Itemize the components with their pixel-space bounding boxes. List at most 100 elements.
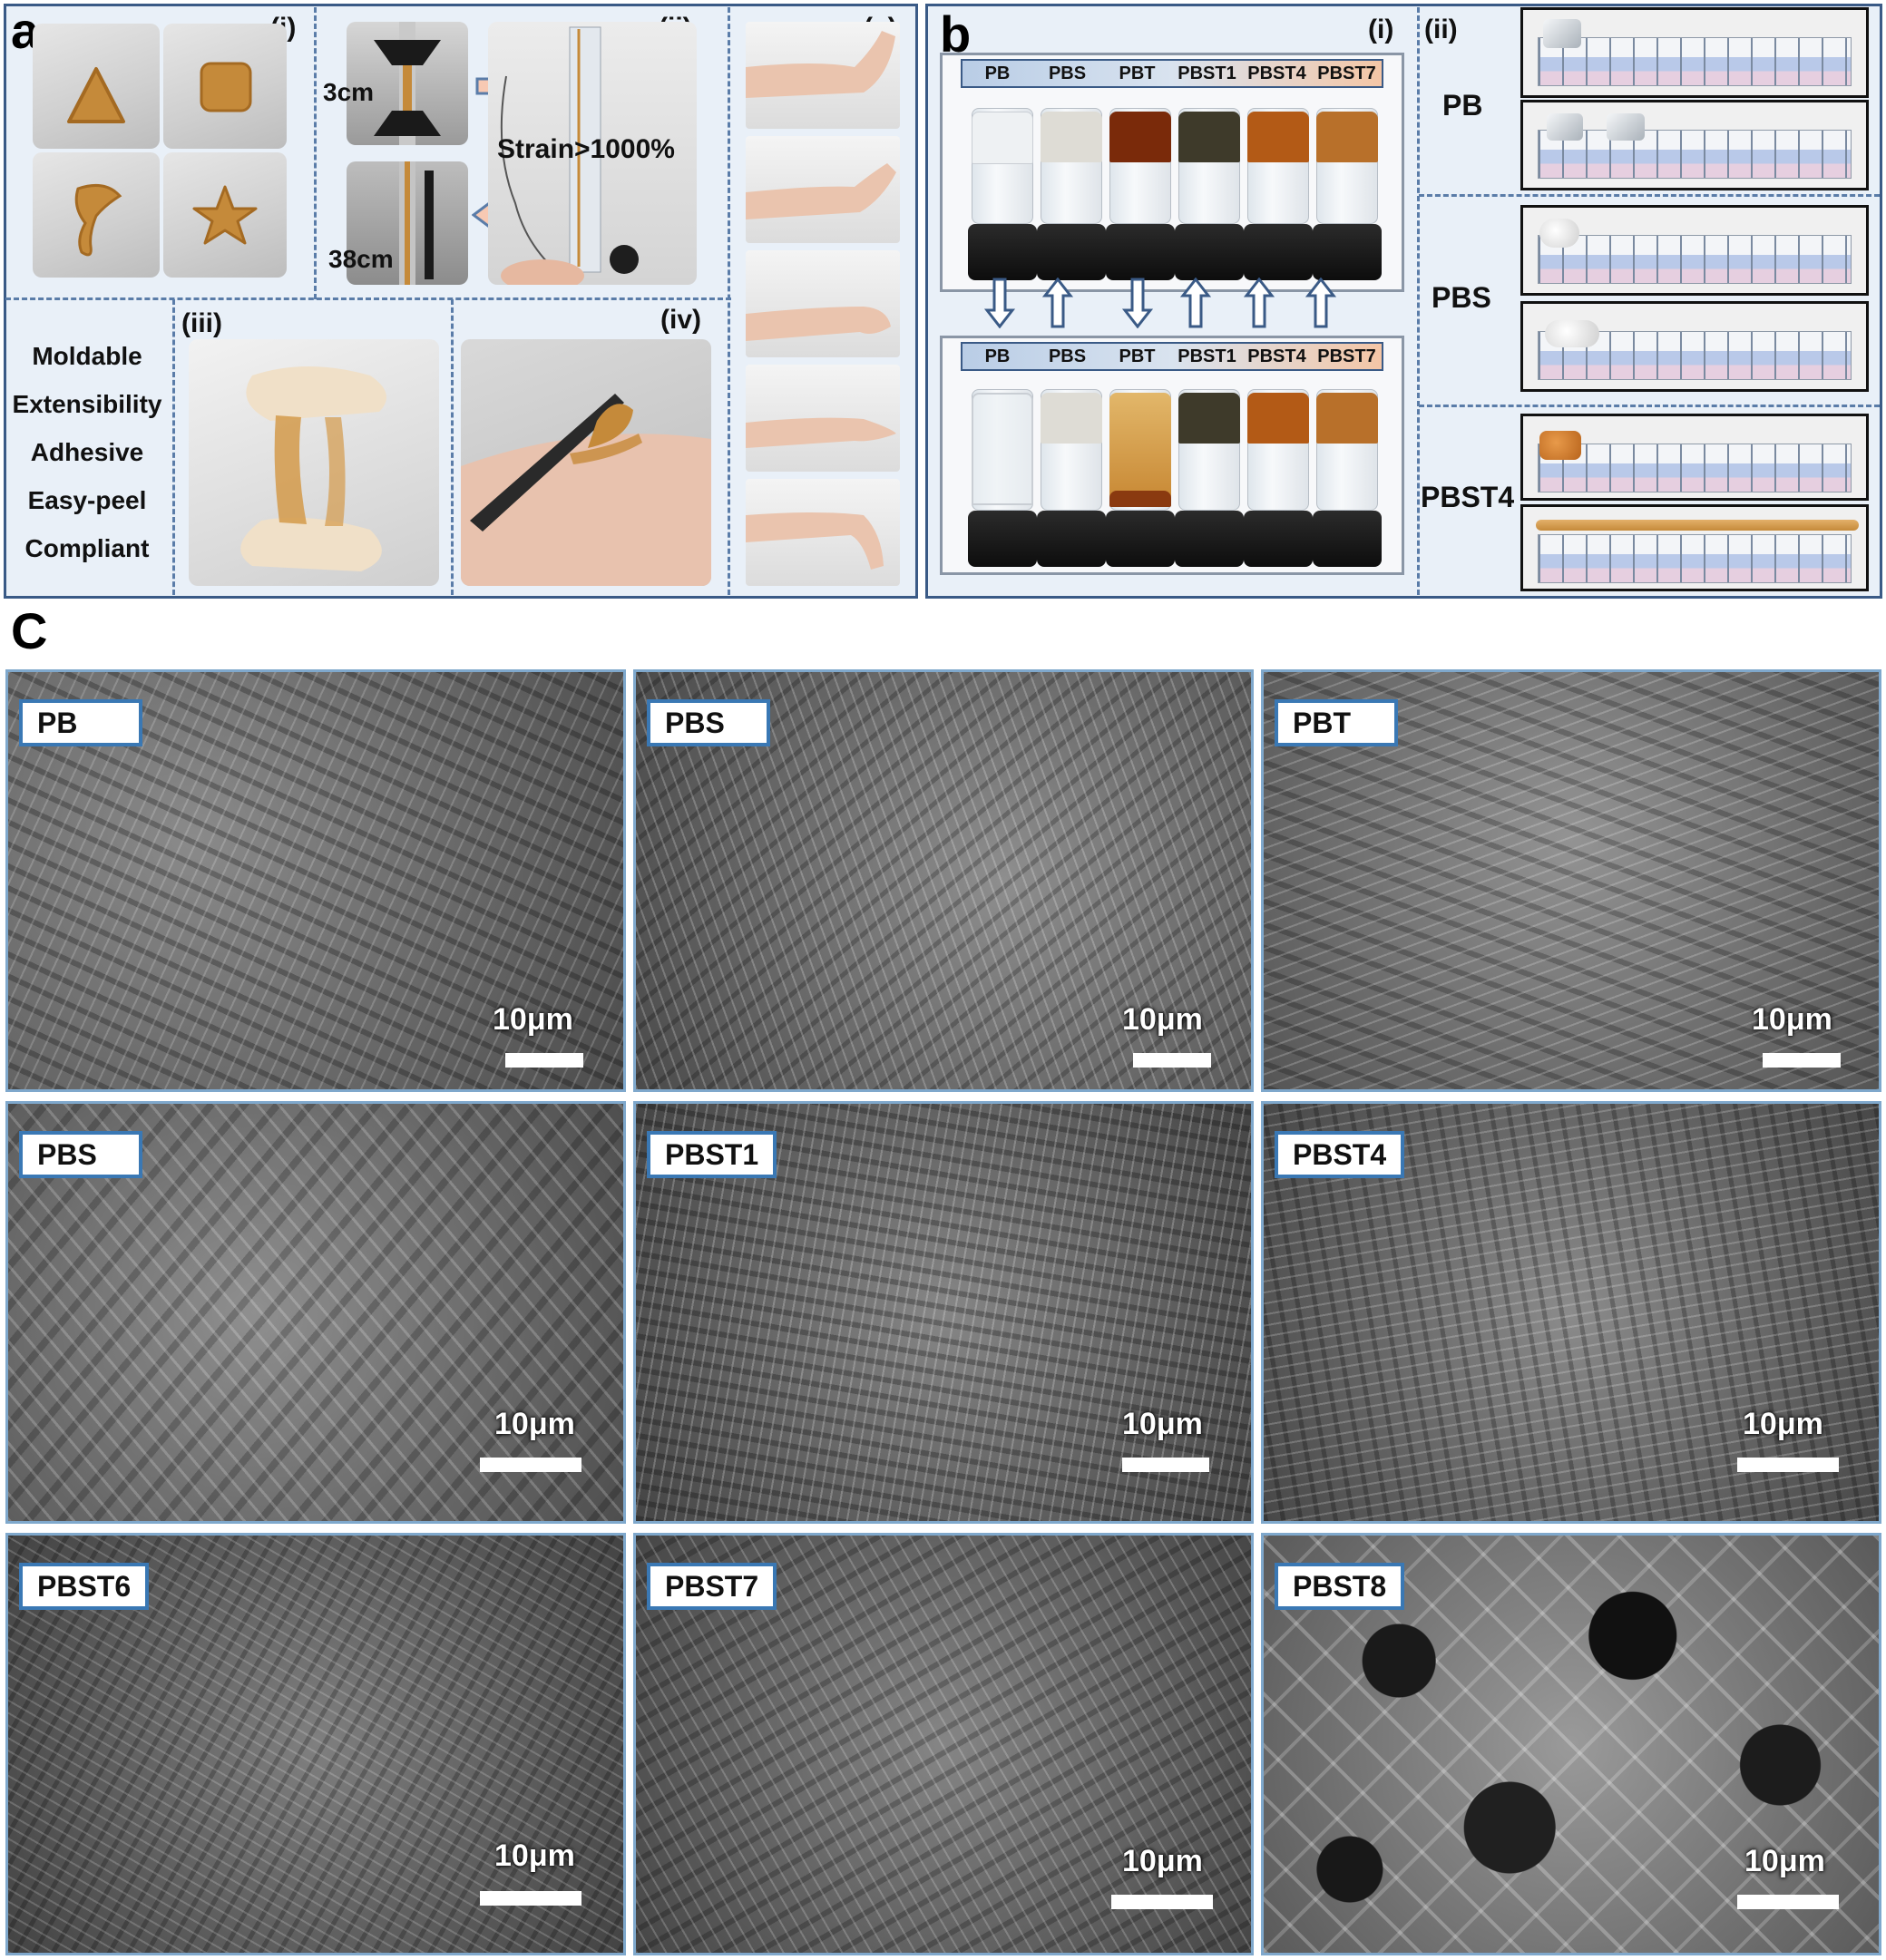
sem-tag: PBST1: [647, 1131, 777, 1178]
arrow-down-icon: [1121, 278, 1154, 328]
wrist-photo-4: [746, 365, 900, 472]
sem-tag: PBS: [19, 1131, 142, 1178]
ruler-pb-before: [1520, 7, 1869, 98]
white-gel: [1539, 219, 1579, 248]
vial-set-after: PB PBS PBT PBST1 PBST4 PBST7: [940, 336, 1404, 575]
vial-pbs: [1037, 108, 1106, 280]
sem-tag: PBST8: [1275, 1563, 1405, 1610]
arrow-up-icon: [1179, 278, 1212, 328]
vial-pbst7: [1313, 108, 1382, 280]
sem-tag: PBST4: [1275, 1131, 1405, 1178]
scale-bar-label: 10μm: [1122, 1844, 1203, 1878]
scale-bar: [1737, 1895, 1839, 1909]
scale-bar-label: 10μm: [1743, 1407, 1823, 1441]
glove-adhesion-photo: [189, 339, 439, 586]
vial-pbst4-inverted: [1244, 389, 1313, 567]
vial-pb-inverted: [968, 389, 1037, 567]
flip-arrows: [983, 278, 1337, 328]
shape-photo-triangle: [33, 24, 160, 149]
wrist-photo-3: [746, 250, 900, 357]
stretch-photo-long: [488, 22, 697, 285]
vial-pbt: [1106, 108, 1175, 280]
property-extensibility: Extensibility: [12, 390, 162, 418]
strain-label: Strain>1000%: [497, 134, 675, 164]
ice-cube-gel: [1543, 19, 1581, 48]
arrow-up-icon: [1041, 278, 1074, 328]
ice-cube-gel: [1607, 113, 1645, 141]
vial-pbst1-inverted: [1175, 389, 1244, 567]
panel-a-iv-label: (iv): [660, 305, 701, 335]
wrist-photo-2: [746, 136, 900, 243]
scale-bar-label: 10μm: [1752, 1002, 1832, 1037]
scale-bar-label: 10μm: [1122, 1407, 1203, 1441]
vial-name-bar-top: PB PBS PBT PBST1 PBST4 PBST7: [961, 59, 1383, 88]
tensile-clamp-stretched: [399, 161, 434, 285]
vial-pb: [968, 108, 1037, 280]
panel-a-iii-label: (iii): [181, 308, 222, 338]
panel-c-letter: C: [11, 602, 48, 659]
sem-image-pbs-2: PBS 10μm: [5, 1101, 626, 1524]
sem-tag: PBST6: [19, 1563, 150, 1610]
shape-photo-cube: [163, 24, 287, 149]
scale-bar: [1737, 1458, 1839, 1472]
scale-bar: [1133, 1053, 1211, 1068]
sem-image-pbst6: PBST6 10μm: [5, 1533, 626, 1955]
vial-set-before: PB PBS PBT PBST1 PBST4 PBST7: [940, 53, 1404, 292]
tensile-clamp: [374, 22, 441, 145]
arrow-up-icon: [1243, 278, 1275, 328]
sem-image-pb: PB 10μm: [5, 669, 626, 1092]
shape-photo-star: [163, 152, 287, 278]
property-easy-peel: Easy-peel: [27, 486, 147, 514]
sem-image-pbt: PBT 10μm: [1261, 669, 1881, 1092]
shape-photo-hook: [33, 152, 160, 278]
sem-image-pbst7: PBST7 10μm: [633, 1533, 1254, 1955]
vial-name-bar-bottom: PB PBS PBT PBST1 PBST4 PBST7: [961, 342, 1383, 371]
panel-b-i-label: (i): [1368, 15, 1394, 44]
arrow-up-icon: [1305, 278, 1337, 328]
vial-pbt-inverted: [1106, 389, 1175, 567]
property-compliant: Compliant: [24, 534, 150, 562]
property-list: Moldable Extensibility Adhesive Easy-pee…: [5, 332, 169, 572]
ruler-pbs-before: [1520, 205, 1869, 296]
property-moldable: Moldable: [32, 342, 142, 370]
scale-bar: [1122, 1458, 1209, 1472]
scale-bar: [480, 1458, 581, 1472]
star-gel: [192, 185, 258, 245]
sem-tag: PB: [19, 699, 142, 746]
sem-image-pbs-1: PBS 10μm: [633, 669, 1254, 1092]
ruler-pb-after: [1520, 100, 1869, 190]
wrist-photo-5: [746, 479, 900, 586]
scale-bar-label: 10μm: [494, 1838, 575, 1873]
panel-b-ii-label: (ii): [1424, 15, 1458, 44]
vial-pbst1: [1175, 108, 1244, 280]
hook-gel: [74, 183, 122, 257]
glove-gel: [240, 366, 386, 571]
panel-b-letter: b: [940, 5, 972, 63]
sem-image-pbst4: PBST4 10μm: [1261, 1101, 1881, 1524]
sem-tag: PBS: [647, 699, 770, 746]
row-label-pbst4: PBST4: [1421, 481, 1515, 513]
skin-adhesion-photo: [461, 339, 711, 586]
triangle-gel: [67, 67, 125, 123]
ruler-pbst4-before: [1520, 414, 1869, 501]
sem-tag: PBST7: [647, 1563, 777, 1610]
row-label-pbs: PBS: [1432, 281, 1491, 314]
property-adhesive: Adhesive: [30, 438, 144, 466]
length-end-label: 38cm: [328, 245, 394, 273]
vial-pbst4: [1244, 108, 1313, 280]
stretch-photo-start: [347, 22, 468, 145]
sem-image-pbst8: PBST8 10μm: [1261, 1533, 1881, 1955]
ice-cube-gel: [1547, 113, 1583, 141]
scale-bar: [480, 1891, 581, 1906]
white-gel: [1545, 320, 1599, 347]
ruler-pbst4-after: [1520, 504, 1869, 591]
amber-gel: [1539, 431, 1581, 460]
skin-gel: [461, 394, 711, 586]
sem-image-pbst1: PBST1 10μm: [633, 1101, 1254, 1524]
scale-bar-label: 10μm: [494, 1407, 575, 1441]
cube-gel: [200, 62, 252, 112]
scale-bar: [1111, 1895, 1213, 1909]
amber-gel-stretched: [1536, 520, 1859, 531]
length-start-label: 3cm: [323, 78, 375, 106]
vial-pbst7-inverted: [1313, 389, 1382, 567]
